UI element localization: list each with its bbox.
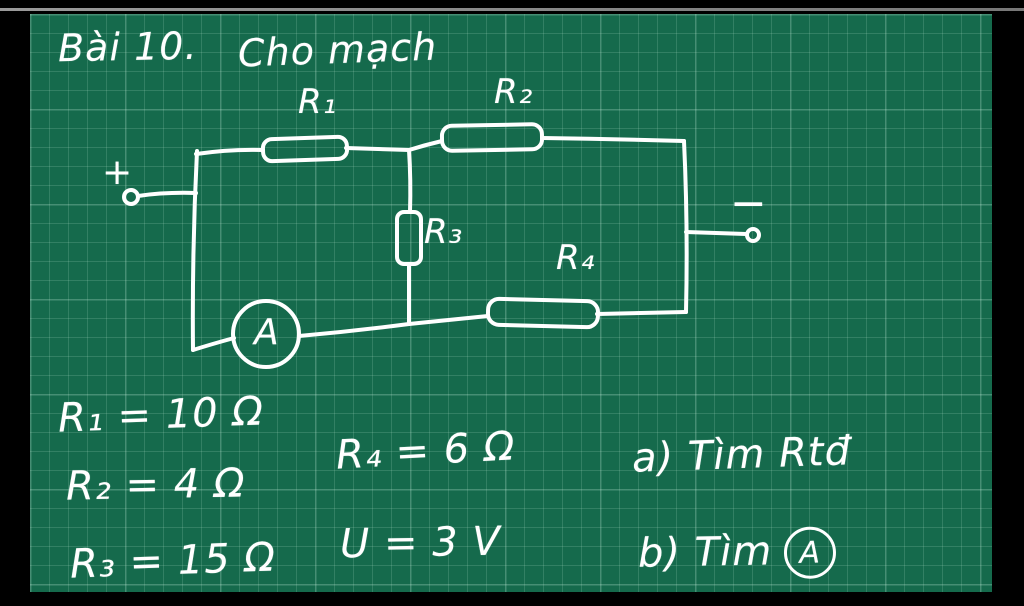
plus-terminal-label: + bbox=[102, 152, 134, 193]
given-r3: R₃ = 15 Ω bbox=[69, 534, 277, 588]
label-r3: R₃ bbox=[424, 212, 464, 252]
label-r1: R₁ bbox=[298, 82, 338, 122]
given-u: U = 3 V bbox=[339, 518, 502, 568]
question-a: a) Tìm Rtđ bbox=[631, 428, 852, 482]
label-r2: R₂ bbox=[494, 72, 534, 112]
ammeter-label: A bbox=[254, 312, 280, 353]
problem-title: Bài 10. bbox=[57, 23, 198, 71]
problem-subtitle: Cho mạch bbox=[237, 24, 438, 76]
question-b-text: b) Tìm bbox=[637, 528, 773, 577]
minus-terminal-label: − bbox=[730, 178, 768, 229]
given-r1: R₁ = 10 Ω bbox=[57, 388, 265, 442]
given-r4: R₄ = 6 Ω bbox=[334, 423, 517, 479]
label-r4: R₄ bbox=[556, 238, 596, 278]
question-b-ammeter-symbol: A bbox=[783, 526, 837, 580]
top-divider-line bbox=[0, 8, 1024, 11]
given-r2: R₂ = 4 Ω bbox=[65, 460, 246, 510]
